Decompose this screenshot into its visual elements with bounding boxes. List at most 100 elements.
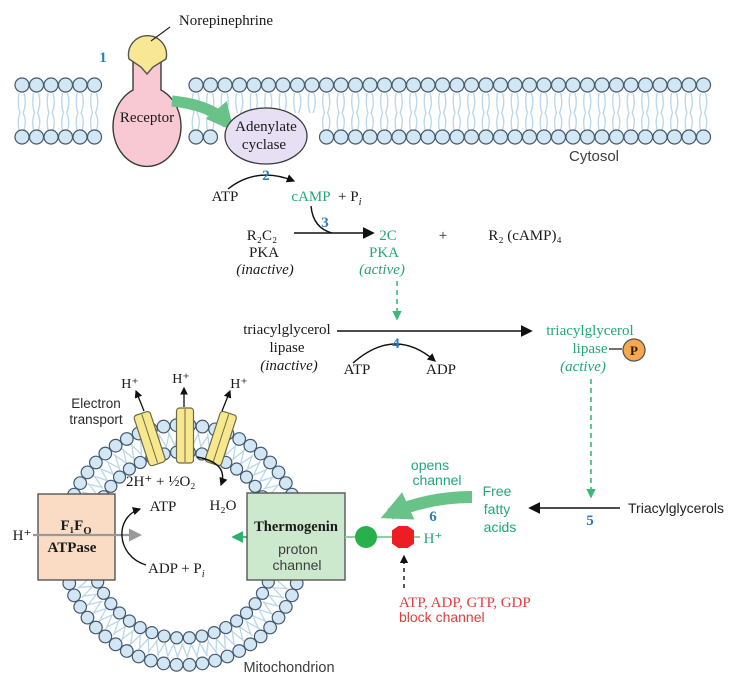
lipid-bead (157, 629, 171, 643)
lipid-bead (347, 77, 364, 93)
lipid-tail (232, 443, 237, 460)
lipid-bead (28, 129, 45, 145)
lipid-bead (420, 77, 436, 93)
lipid-tail (198, 642, 209, 657)
electron-transport-complexes (133, 407, 237, 467)
opens-channel-label-2: channel (412, 472, 461, 488)
lipid-tail (481, 92, 485, 114)
lipid-tail (370, 92, 374, 114)
step-1-number: 1 (99, 50, 107, 66)
lipid-bead (666, 129, 683, 145)
h-plus-entering-label: H⁺ (13, 528, 32, 544)
lipase-active-label-1: triacylglycerol (546, 323, 633, 339)
lipid-tail (231, 629, 235, 646)
lipid-tail (105, 619, 121, 629)
lipid-tail (92, 607, 109, 614)
lipid-tail (336, 92, 340, 114)
adenylate-cyclase-shape (224, 107, 308, 165)
lipid-tail (515, 112, 519, 131)
lipid-bead (67, 588, 81, 603)
lipid-tail (583, 92, 587, 114)
adenylate-cyclase-label-1: Adenylate (235, 119, 297, 135)
lipid-tail (684, 92, 688, 114)
lipid-bead (195, 629, 209, 643)
lipid-tail (670, 112, 674, 131)
lipid-tail (587, 112, 592, 131)
lipid-tail (384, 92, 389, 114)
lipid-tail (223, 444, 237, 457)
lipid-bead (133, 620, 147, 635)
lipid-bead (253, 629, 268, 644)
lipid-tail (90, 92, 94, 114)
lipid-tail (207, 640, 218, 655)
lipid-tail (167, 431, 176, 447)
lipid-bead (362, 77, 378, 93)
lipid-bead (73, 599, 88, 614)
lipid-tail (689, 92, 693, 114)
lipid-tail (457, 92, 461, 114)
lipid-tail (399, 112, 403, 131)
lipid-tail (500, 112, 505, 131)
lipid-tail (231, 449, 245, 461)
lipid-tail (92, 474, 108, 482)
lipid-bead (492, 77, 509, 93)
lipid-tail (496, 92, 500, 114)
lipid-tail (297, 92, 302, 114)
plasma-membrane-lipid-tails (17, 92, 708, 131)
lipid-tail (75, 92, 79, 114)
lipid-tail (423, 112, 427, 131)
lipid-tail (81, 585, 94, 599)
lipid-tail (471, 92, 476, 114)
lipid-tail (481, 112, 485, 131)
lipid-bead (362, 129, 378, 145)
lipid-tail (51, 92, 55, 114)
lipid-tail (394, 92, 398, 114)
lipid-bead (243, 438, 258, 453)
lipid-bead (278, 599, 293, 614)
lipid-tail (674, 112, 679, 131)
lipid-tail (365, 112, 369, 131)
lipid-bead (232, 432, 247, 446)
lipid-tail (215, 637, 228, 651)
lipid-tail (500, 92, 505, 114)
lipid-bead (637, 129, 654, 145)
lipid-bead (72, 129, 88, 145)
lipid-tail (351, 112, 355, 131)
lipid-tail (660, 92, 664, 114)
lipid-tail (238, 626, 253, 636)
lipid-tail (312, 92, 316, 114)
pka-inactive-state: (inactive) (236, 262, 293, 278)
lipid-bead (43, 129, 59, 145)
lipid-tail (238, 625, 244, 641)
lipid-bead (376, 129, 393, 145)
channel-open-gate-icon (355, 526, 377, 548)
etc-complex-left-divider (141, 414, 159, 464)
lipid-tail (423, 92, 427, 114)
lipid-tail (138, 634, 142, 651)
h-plus-blocked-label: H⁺ (424, 531, 443, 547)
lipid-bead (239, 606, 254, 620)
lipid-tail (626, 112, 630, 131)
lipid-bead (243, 637, 258, 652)
lipid-bead (405, 77, 422, 93)
lipid-tail (655, 112, 659, 131)
lipid-tail (258, 608, 274, 616)
lipid-bead (263, 620, 278, 635)
free-fatty-acids-label-2: fatty (484, 501, 510, 517)
lipid-tail (655, 92, 659, 114)
lipid-tail (486, 92, 490, 114)
lipid-tail (105, 614, 113, 630)
lipid-tail (113, 454, 128, 464)
lipid-bead (119, 644, 134, 658)
lipid-tail (157, 433, 168, 448)
lipid-tail (558, 112, 563, 131)
step-3-number: 3 (321, 215, 329, 231)
lipid-tail (92, 600, 102, 615)
lipid-bead (156, 419, 171, 434)
lipid-tail (573, 112, 577, 131)
lipid-tail (80, 112, 84, 131)
lipid-bead (217, 77, 233, 93)
atpase-label: ATPase (48, 540, 97, 556)
lipid-tail (262, 600, 273, 615)
lipid-bead (285, 588, 299, 603)
